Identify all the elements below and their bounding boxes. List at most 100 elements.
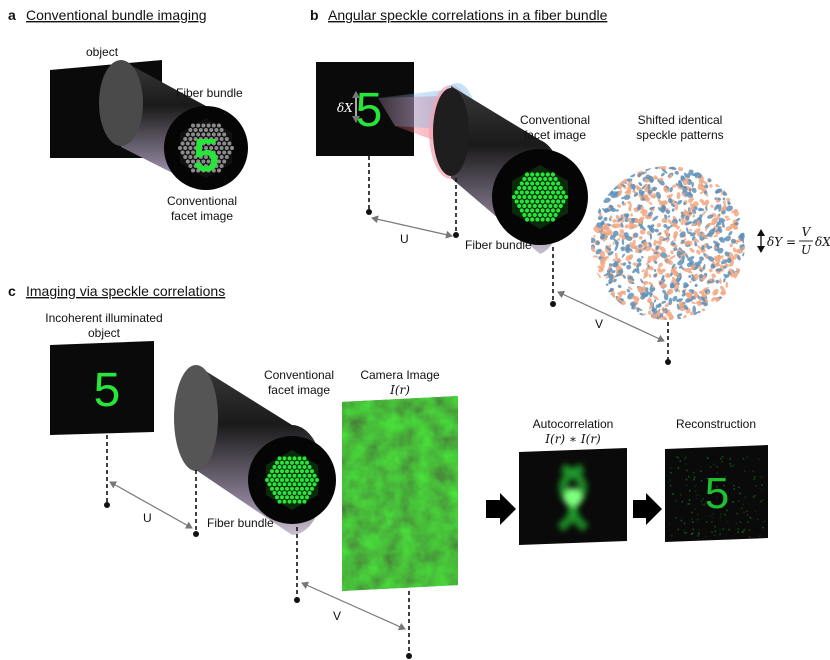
speckle-grain bbox=[641, 255, 644, 259]
panel-a: a Conventional bundle imaging object 5 F… bbox=[8, 7, 248, 223]
recon-noise-pixel bbox=[754, 494, 757, 497]
fiber-core bbox=[209, 146, 214, 150]
fiber-core bbox=[307, 465, 312, 469]
recon-noise-pixel bbox=[686, 531, 688, 534]
recon-noise-pixel bbox=[737, 528, 740, 530]
fiber-core bbox=[297, 499, 302, 504]
speckle-grain bbox=[648, 201, 653, 205]
speckle-grain bbox=[691, 187, 697, 193]
speckle-grain bbox=[732, 224, 738, 230]
speckle-grain bbox=[699, 290, 703, 294]
speckle-grain bbox=[660, 283, 668, 288]
fiber-core bbox=[196, 168, 201, 173]
fiber-core bbox=[535, 181, 540, 186]
speckle-grain bbox=[739, 233, 745, 239]
speckle-grain bbox=[592, 255, 599, 258]
recon-noise-pixel bbox=[716, 485, 718, 488]
speckle-grain bbox=[710, 204, 714, 208]
speckle-grain bbox=[702, 249, 706, 253]
speckle-grain bbox=[725, 235, 731, 242]
speckle-grain bbox=[617, 189, 623, 197]
speckle-grain bbox=[712, 264, 716, 269]
speckle-grain bbox=[697, 245, 703, 251]
panel-b-v-arrow bbox=[557, 290, 665, 343]
recon-noise-pixel bbox=[697, 535, 699, 537]
speckle-grain bbox=[628, 203, 632, 211]
fiber-core bbox=[217, 150, 221, 155]
speckle-grain bbox=[669, 282, 675, 288]
speckle-grain bbox=[624, 224, 630, 229]
speckle-grain bbox=[617, 182, 623, 190]
fiber-core bbox=[196, 123, 201, 128]
speckle-grain bbox=[681, 266, 684, 270]
panel-b-u-arrow bbox=[371, 215, 453, 239]
speckle-grain bbox=[636, 258, 642, 263]
recon-noise-pixel bbox=[747, 521, 749, 523]
recon-noise-pixel bbox=[711, 531, 713, 534]
fiber-core bbox=[527, 176, 532, 182]
speckle-grain bbox=[696, 301, 702, 307]
recon-noise-pixel bbox=[675, 500, 678, 502]
speckle-grain bbox=[631, 217, 636, 222]
recon-noise-pixel bbox=[733, 484, 735, 487]
fiber-core bbox=[563, 194, 569, 200]
speckle-grain bbox=[694, 241, 698, 247]
speckle-grain bbox=[728, 262, 734, 267]
recon-noise-pixel bbox=[714, 479, 716, 482]
fiber-core bbox=[277, 491, 282, 495]
speckle-grain bbox=[724, 251, 730, 257]
speckle-grain bbox=[676, 192, 681, 200]
speckle-grain bbox=[726, 197, 731, 202]
panel-b-facet-label-1: Conventional bbox=[520, 113, 590, 127]
recon-noise-pixel bbox=[742, 531, 745, 533]
fiber-core bbox=[201, 141, 206, 146]
fiber-core bbox=[188, 137, 193, 141]
panel-c-autocorr-label: Autocorrelation bbox=[533, 417, 614, 431]
speckle-grain bbox=[722, 200, 726, 205]
speckle-grain bbox=[683, 282, 689, 288]
fiber-core bbox=[272, 465, 277, 469]
speckle-grain bbox=[723, 265, 727, 269]
speckle-grain bbox=[664, 214, 668, 220]
fiber-core bbox=[227, 150, 232, 155]
speckle-grain bbox=[725, 281, 729, 288]
panel-b-u-label: U bbox=[400, 232, 409, 246]
recon-noise-pixel bbox=[713, 463, 715, 466]
recon-noise-pixel bbox=[669, 484, 672, 487]
fiber-core bbox=[545, 208, 550, 213]
speckle-grain bbox=[716, 268, 723, 272]
speckle-grain bbox=[641, 171, 646, 175]
speckle-grain bbox=[657, 267, 661, 273]
fiber-core bbox=[548, 194, 553, 200]
fiber-core bbox=[519, 190, 524, 195]
recon-noise-pixel bbox=[755, 485, 757, 487]
fiber-core bbox=[550, 190, 556, 195]
speckle-grain bbox=[699, 256, 704, 261]
speckle-grain bbox=[655, 191, 662, 200]
speckle-grain bbox=[607, 244, 612, 248]
panel-b-speckle-label-2: speckle patterns bbox=[636, 128, 723, 142]
speckle-grain bbox=[696, 249, 701, 255]
fiber-core bbox=[540, 190, 545, 195]
speckle-grain bbox=[681, 192, 686, 197]
speckle-grain bbox=[680, 239, 685, 244]
recon-noise-pixel bbox=[729, 458, 732, 460]
speckle-grain bbox=[717, 255, 722, 260]
fiber-core bbox=[209, 137, 214, 141]
speckle-grain bbox=[677, 199, 683, 205]
fiber-core bbox=[270, 478, 274, 482]
fiber-core bbox=[272, 473, 277, 478]
speckle-grain bbox=[638, 246, 644, 250]
recon-noise-pixel bbox=[681, 500, 683, 503]
speckle-grain bbox=[623, 194, 631, 200]
speckle-grain bbox=[689, 247, 695, 253]
speckle-grain bbox=[704, 184, 709, 189]
fiber-core bbox=[198, 146, 203, 150]
recon-noise-pixel bbox=[716, 496, 718, 498]
speckle-grain bbox=[668, 173, 673, 179]
fiber-core bbox=[193, 164, 198, 168]
fiber-core bbox=[545, 217, 550, 222]
recon-noise-pixel bbox=[738, 500, 740, 502]
recon-noise-pixel bbox=[694, 490, 697, 493]
fiber-core bbox=[519, 199, 524, 204]
